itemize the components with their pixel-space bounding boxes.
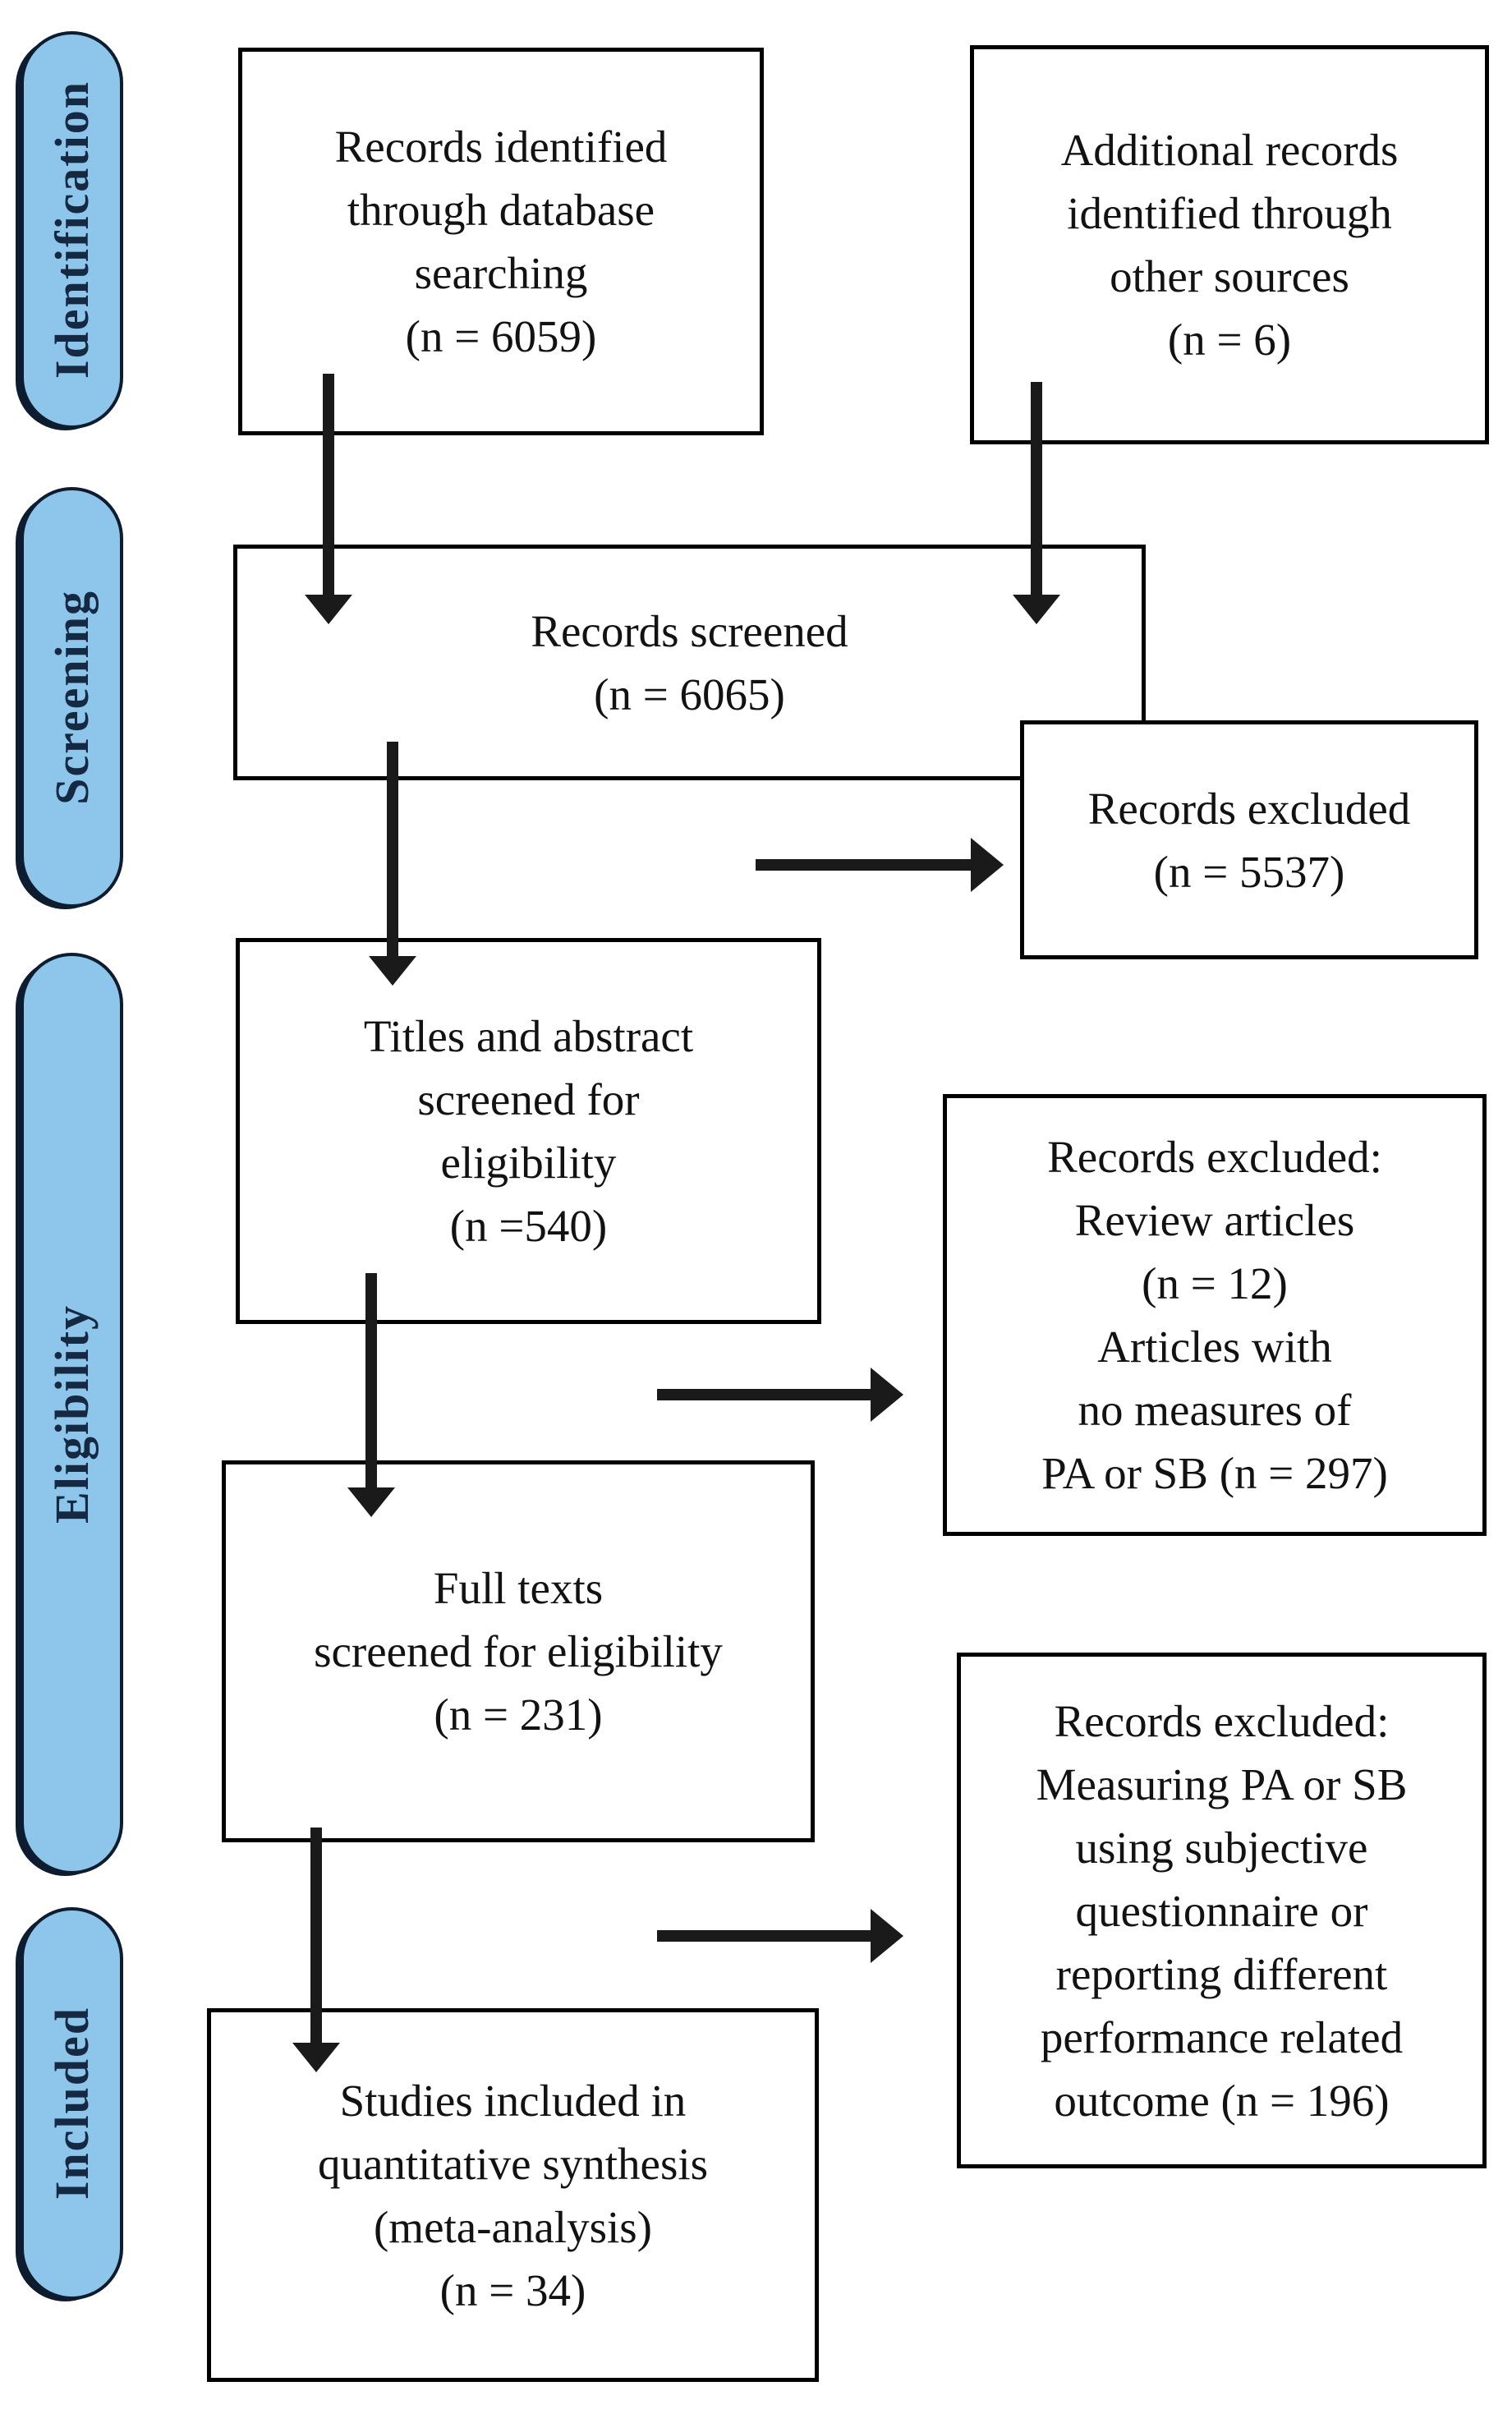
arrowhead-down-icon	[305, 595, 352, 624]
box-records-screened: Records screened (n = 6065)	[233, 545, 1146, 780]
box-records-excluded-full-text: Records excluded: Measuring PA or SB usi…	[957, 1653, 1487, 2168]
stage-label-eligibility: Eligibility	[21, 953, 123, 1874]
arrow-shaft	[657, 1389, 872, 1400]
box-records-excluded-screening: Records excluded (n = 5537)	[1020, 720, 1478, 959]
arrow-shaft	[310, 1828, 322, 2044]
box-titles-abstract-screened: Titles and abstract screened for eligibi…	[236, 938, 821, 1324]
arrowhead-down-icon	[347, 1487, 395, 1517]
arrow-shaft	[323, 374, 334, 596]
arrow-shaft	[387, 742, 398, 958]
arrowhead-down-icon	[369, 956, 416, 986]
stage-label-text: Eligibility	[45, 1303, 99, 1524]
box-text: Records identified through database sear…	[334, 122, 668, 361]
box-text: Titles and abstract screened for eligibi…	[363, 1011, 694, 1251]
arrow-shaft	[365, 1273, 377, 1489]
arrowhead-right-icon	[971, 838, 1004, 892]
arrow-titles-abstract-to-excluded	[657, 1368, 903, 1422]
stage-label-text: Included	[45, 2007, 99, 2200]
arrowhead-down-icon	[1013, 595, 1060, 624]
stage-label-screening: Screening	[21, 487, 123, 908]
arrowhead-right-icon	[871, 1368, 903, 1422]
arrow-full-texts-to-excluded	[657, 1909, 903, 1963]
arrow-shaft	[756, 859, 972, 871]
stage-label-included: Included	[21, 1907, 123, 2300]
stage-label-text: Identification	[45, 80, 99, 379]
box-text: Records excluded: Review articles (n = 1…	[1041, 1132, 1388, 1498]
arrowhead-down-icon	[292, 2043, 340, 2072]
arrow-shaft	[1031, 382, 1042, 596]
arrow-titles-abstract-to-full-texts	[347, 1273, 395, 1517]
stage-label-identification: Identification	[21, 31, 123, 429]
box-text: Additional records identified through ot…	[1060, 125, 1399, 365]
box-records-identified: Records identified through database sear…	[238, 48, 764, 435]
arrow-additional-to-screened	[1013, 382, 1060, 624]
stage-label-text: Screening	[45, 590, 99, 805]
box-text: Studies included in quantitative synthes…	[317, 2075, 709, 2315]
arrowhead-right-icon	[871, 1909, 903, 1963]
arrow-full-texts-to-studies-included	[292, 1828, 340, 2072]
box-text: Full texts screened for eligibility (n =…	[314, 1563, 723, 1740]
box-full-texts-screened: Full texts screened for eligibility (n =…	[222, 1460, 815, 1842]
arrow-shaft	[657, 1930, 872, 1942]
box-text: Records screened (n = 6065)	[531, 605, 848, 720]
arrow-screened-to-excluded	[756, 838, 1004, 892]
arrow-identified-to-screened	[305, 374, 352, 624]
arrow-screened-to-titles-abstract	[369, 742, 416, 986]
box-records-excluded-eligibility: Records excluded: Review articles (n = 1…	[943, 1094, 1487, 1536]
box-additional-records: Additional records identified through ot…	[970, 45, 1489, 444]
box-text: Records excluded: Measuring PA or SB usi…	[1036, 1695, 1408, 2126]
box-text: Records excluded (n = 5537)	[1087, 783, 1411, 897]
